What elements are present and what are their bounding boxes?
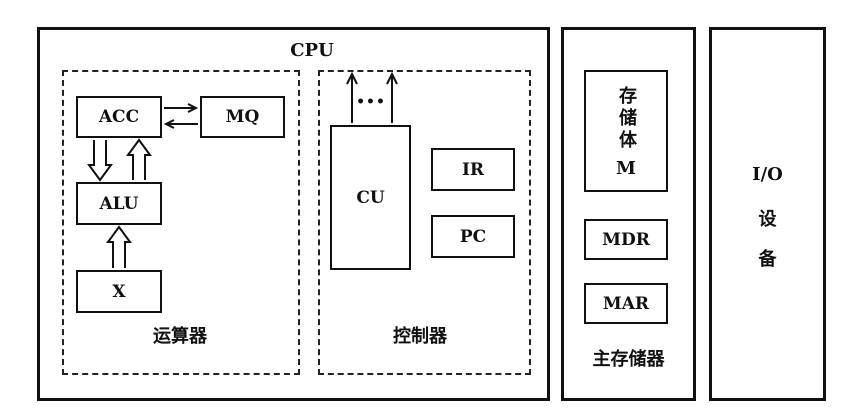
x-register: X (76, 270, 162, 313)
storage-array-label: 存储体 (616, 86, 637, 152)
io-device-label-line2: 设 (758, 209, 777, 230)
cpu-title: CPU (290, 40, 334, 61)
acc-register: ACC (76, 96, 162, 138)
ir-register: IR (431, 148, 515, 191)
cu-output-dots: ••• (356, 94, 386, 110)
pc-register: PC (431, 215, 515, 258)
io-device-label-line3: 备 (758, 249, 777, 270)
main-memory-label: 主存储器 (592, 349, 665, 370)
arithmetic-unit-label: 运算器 (153, 326, 207, 347)
controller-region (318, 70, 531, 375)
mq-register: MQ (200, 96, 285, 138)
io-device-label-line1: I/O (752, 164, 783, 185)
storage-array (584, 70, 668, 192)
controller-label: 控制器 (393, 326, 447, 347)
alu-to-acc-arrow (126, 138, 152, 180)
storage-array-m: M (616, 158, 636, 179)
mdr-register: MDR (584, 219, 668, 260)
alu-unit: ALU (76, 182, 162, 225)
io-device-box (709, 27, 826, 401)
mar-register: MAR (584, 283, 668, 324)
x-to-alu-arrow (106, 225, 132, 268)
control-unit: CU (330, 125, 411, 270)
arithmetic-unit-region (62, 70, 300, 375)
acc-to-alu-arrow (87, 140, 113, 182)
